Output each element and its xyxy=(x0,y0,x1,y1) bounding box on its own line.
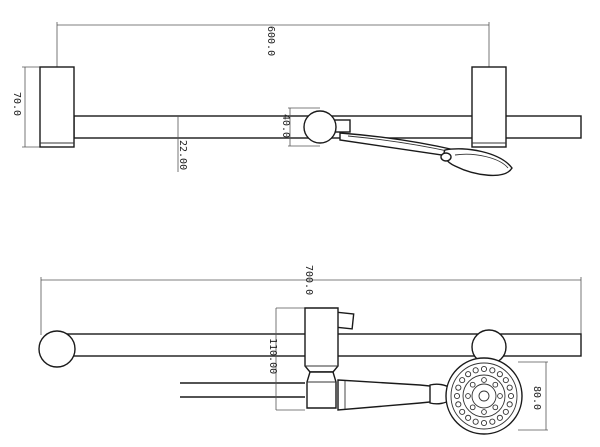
spray-nozzle-outer xyxy=(507,392,515,400)
dimension-70-label: 70.0 xyxy=(11,92,22,116)
dimension-70: 70.0 xyxy=(11,66,40,148)
spray-nozzle-outer xyxy=(472,418,479,425)
spray-nozzle-outer xyxy=(459,377,466,384)
spray-nozzle-outer xyxy=(455,384,462,391)
spray-nozzle-outer xyxy=(506,384,513,391)
dimension-80-label: 80.0 xyxy=(531,386,542,410)
spray-nozzle-outer xyxy=(480,365,488,373)
dimension-110: 110.00 xyxy=(267,307,305,411)
spray-nozzle-inner xyxy=(492,404,499,411)
spray-nozzle-outer xyxy=(496,371,503,378)
spray-nozzle-outer xyxy=(489,418,496,425)
slider-holder-side xyxy=(304,307,355,409)
spray-nozzle-outer xyxy=(465,371,472,378)
spray-nozzle-outer xyxy=(459,408,466,415)
shower-handle-side xyxy=(337,379,451,411)
dimension-80: 80.0 xyxy=(518,361,548,431)
spray-nozzle-inner xyxy=(497,393,503,399)
spray-nozzle-outer xyxy=(480,419,488,427)
shower-head-face xyxy=(445,357,523,435)
spray-nozzle-outer xyxy=(455,401,462,408)
dimension-40-label: 40.0 xyxy=(280,114,291,138)
spray-nozzle-inner xyxy=(465,393,471,399)
spray-nozzle-outer xyxy=(453,392,461,400)
spray-nozzle-outer xyxy=(465,414,472,421)
wall-bracket-right xyxy=(471,66,507,148)
spray-nozzle-outer xyxy=(502,408,509,415)
spray-nozzle-outer xyxy=(496,414,503,421)
rail-end-cap-left xyxy=(38,330,76,368)
dimension-22-label: 22.00 xyxy=(177,140,188,170)
spray-nozzle-outer xyxy=(489,367,496,374)
dimension-600-label: 600.0 xyxy=(265,26,276,56)
dimension-110-label: 110.00 xyxy=(267,338,278,374)
spray-nozzle-inner xyxy=(469,404,476,411)
top-view: 600.0 70.0 22.00 40. xyxy=(11,22,582,177)
dimension-700: 700.0 xyxy=(40,265,582,335)
dimension-600: 600.0 xyxy=(56,22,490,70)
spray-nozzle-inner xyxy=(469,381,476,388)
shower-hose xyxy=(180,382,305,398)
spray-nozzle-outer xyxy=(502,377,509,384)
spray-nozzle-outer xyxy=(506,401,513,408)
dimension-22: 22.00 xyxy=(177,116,188,172)
slider-knob-top xyxy=(303,110,351,144)
dimension-700-label: 700.0 xyxy=(303,265,314,295)
wall-bracket-left xyxy=(39,66,75,148)
spray-nozzle-inner xyxy=(481,377,487,383)
side-view: 700.0 110.00 xyxy=(38,265,582,435)
spray-nozzle-inner xyxy=(481,409,487,415)
dimension-40: 40.0 xyxy=(280,107,320,147)
hand-shower-top xyxy=(339,132,513,177)
spray-nozzle-outer xyxy=(472,367,479,374)
spray-nozzle-inner xyxy=(492,381,499,388)
